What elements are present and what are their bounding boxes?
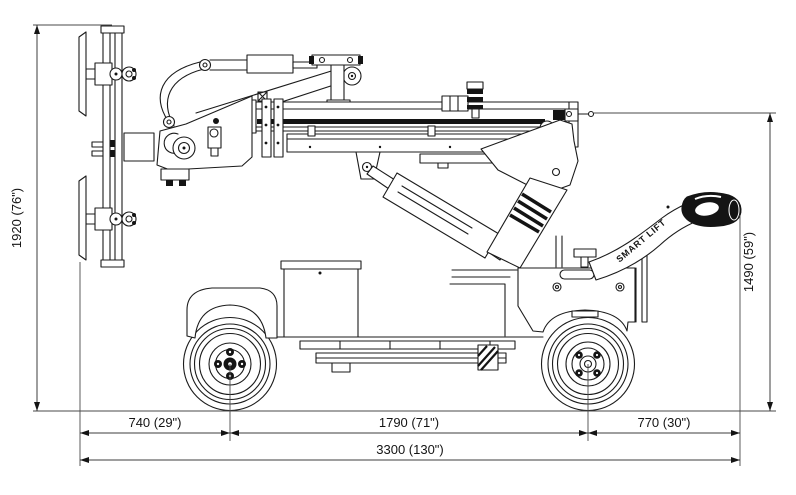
dim-label-front-overhang: 740 (29"): [128, 415, 181, 430]
pad-frame: [78, 25, 137, 268]
mast: [449, 119, 579, 337]
suction-pad-upper: [78, 31, 87, 117]
dim-label-overall-length: 3300 (130"): [376, 442, 444, 457]
suction-arm-upper: [85, 62, 137, 86]
dim-overall-length: 3300 (130"): [80, 442, 740, 463]
control-rod: [553, 108, 595, 122]
suction-arm-lower: [85, 207, 137, 231]
dim-label-rear-overhang: 770 (30"): [637, 415, 690, 430]
dim-front-overhang: 740 (29"): [80, 415, 230, 436]
front-fender: [186, 287, 278, 339]
battery-box: [280, 260, 362, 338]
dim-label-height-rear: 1490 (59"): [741, 232, 756, 292]
machine-side-view: SMART LIFT: [78, 25, 742, 412]
handle-grip: [681, 192, 742, 227]
accumulator: [466, 81, 484, 119]
vacuum-head: [91, 95, 253, 186]
main-boom-beam: [252, 101, 578, 132]
mast-boot-stripes: [509, 192, 552, 234]
rear-body-panel: [517, 253, 648, 333]
dimension-annotations: 1920 (76") 1490 (59") 740 (29") 1790 (71…: [9, 24, 776, 466]
dim-overall-height-front: 1920 (76"): [9, 24, 112, 411]
dim-rear-overhang: 770 (30"): [588, 415, 740, 436]
dim-label-height-front: 1920 (76"): [9, 188, 24, 248]
dim-label-wheelbase: 1790 (71"): [379, 415, 439, 430]
suction-pad-lower: [78, 175, 87, 261]
handle-assembly: SMART LIFT: [555, 192, 742, 281]
chassis-frame: [276, 336, 544, 373]
dim-handle-height-rear: 1490 (59"): [594, 112, 776, 411]
lift-cylinder: [355, 151, 510, 261]
dim-wheelbase: 1790 (71"): [230, 415, 588, 436]
